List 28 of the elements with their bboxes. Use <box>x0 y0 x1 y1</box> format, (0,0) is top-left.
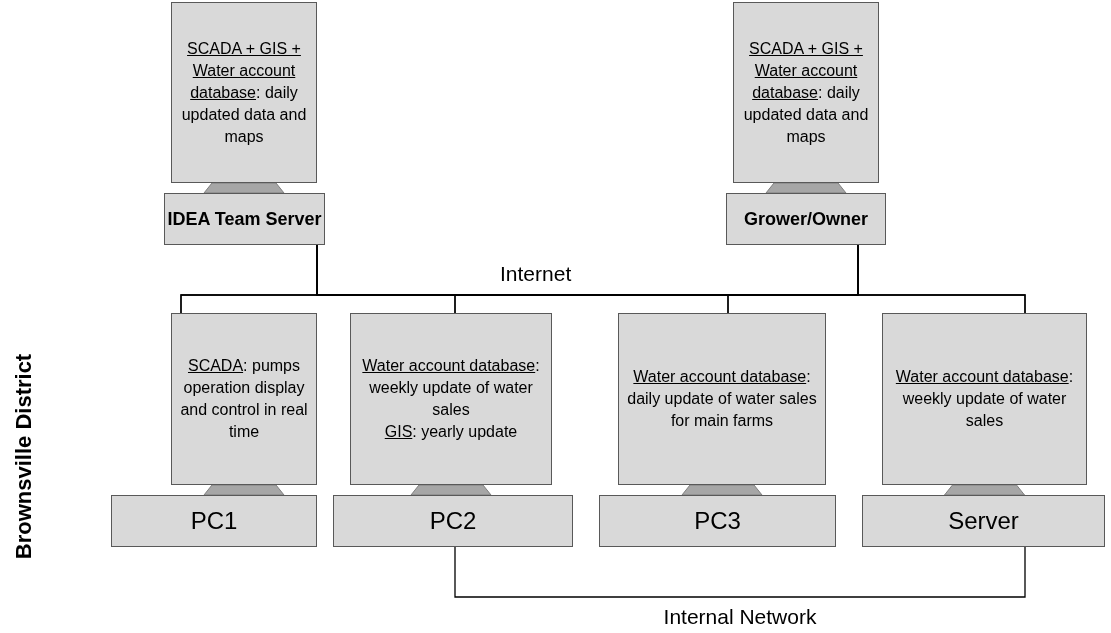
computer-label-box <box>111 495 317 547</box>
computer-label: Server <box>948 506 1019 536</box>
network-label: Internet <box>500 261 572 287</box>
computer-label-box <box>726 193 886 245</box>
computer-label: PC1 <box>190 506 238 536</box>
computer-label: Grower/Owner <box>744 207 868 231</box>
screen-text: SCADA + GIS + Water account database: daily updated data and maps <box>180 38 308 147</box>
computer-label-box <box>164 193 325 245</box>
computer-label: IDEA Team Server <box>167 207 322 231</box>
screen-text: Water account database: daily update of water sales for main farms <box>626 367 818 431</box>
monitor-screen <box>882 313 1087 485</box>
district-label: Brownsville District <box>9 352 37 562</box>
monitor-screen <box>171 2 317 183</box>
computer-label-box <box>599 495 836 547</box>
computer-label-box <box>333 495 573 547</box>
computer-label: PC3 <box>694 506 741 536</box>
screen-text: SCADA + GIS + Water account database: daily updated data and maps <box>742 38 870 147</box>
monitor-screen <box>733 2 879 183</box>
monitor-screen <box>618 313 826 485</box>
screen-text: Water account database: weekly update of water sales <box>894 367 1075 431</box>
computer-label: PC2 <box>429 506 477 536</box>
monitor-screen <box>171 313 317 485</box>
screen-text: Water account database: weekly update of water sales GIS: yearly update <box>361 356 541 442</box>
computer-label-box <box>862 495 1105 547</box>
screen-text: SCADA: pumps operation display and control in real time <box>179 356 309 442</box>
connector-line <box>857 244 1026 314</box>
connector-line <box>454 546 1026 598</box>
monitor-screen <box>350 313 552 485</box>
